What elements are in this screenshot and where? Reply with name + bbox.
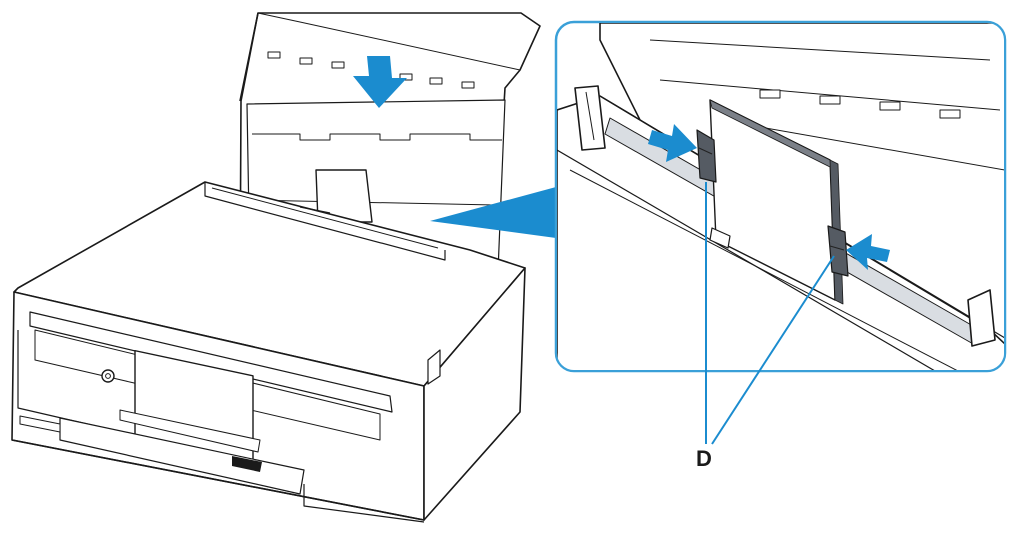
slide-in-arrow-icon-left (648, 124, 697, 162)
callout-leader-lines (705, 182, 835, 445)
paper-guide-right (827, 225, 849, 277)
push-down-arrow-icon (353, 56, 407, 108)
detail-callout (554, 20, 1007, 445)
zoom-pointer (430, 187, 556, 238)
paper-guide-left (696, 129, 717, 183)
slide-in-arrow-icon-right (846, 234, 890, 270)
printer-body (11, 267, 526, 523)
paper-in-slot (315, 169, 373, 223)
guide-label-d: D (696, 446, 712, 471)
printer-illustration (11, 12, 541, 523)
